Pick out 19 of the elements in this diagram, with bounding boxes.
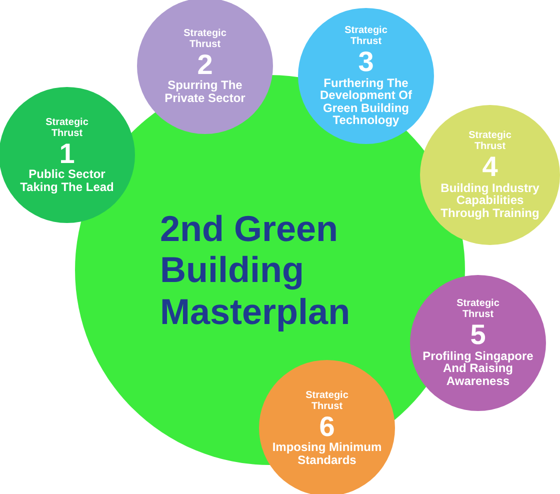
- thrust-heading: Strategic Thrust: [44, 116, 90, 139]
- thrust-number: 1: [59, 138, 75, 168]
- thrust-number: 4: [482, 152, 498, 182]
- thrust-description: Building Industry Capabilities Through Training: [440, 182, 540, 220]
- thrust-description: Spurring The Private Sector: [164, 79, 246, 104]
- thrust-number: 6: [319, 412, 335, 442]
- thrust-number: 3: [358, 47, 374, 76]
- thrust-description: Furthering The Development Of Green Building Technology: [318, 76, 413, 127]
- thrust-description: Profiling Singapore And Raising Awareness: [422, 350, 534, 388]
- thrust-description: Imposing Minimum Standards: [271, 441, 383, 466]
- thrust-description: Public Sector Taking The Lead: [19, 168, 115, 194]
- thrust-number: 5: [470, 320, 486, 350]
- thrust-heading: Strategic Thrust: [456, 298, 500, 320]
- thrust-number: 2: [197, 50, 213, 80]
- thrust-heading: Strategic Thrust: [344, 25, 388, 48]
- thrust-heading: Strategic Thrust: [304, 390, 350, 412]
- thrust-heading: Strategic Thrust: [182, 28, 228, 50]
- thrust-heading: Strategic Thrust: [468, 130, 512, 152]
- central-label: 2nd Green Building Masterplan: [160, 208, 352, 332]
